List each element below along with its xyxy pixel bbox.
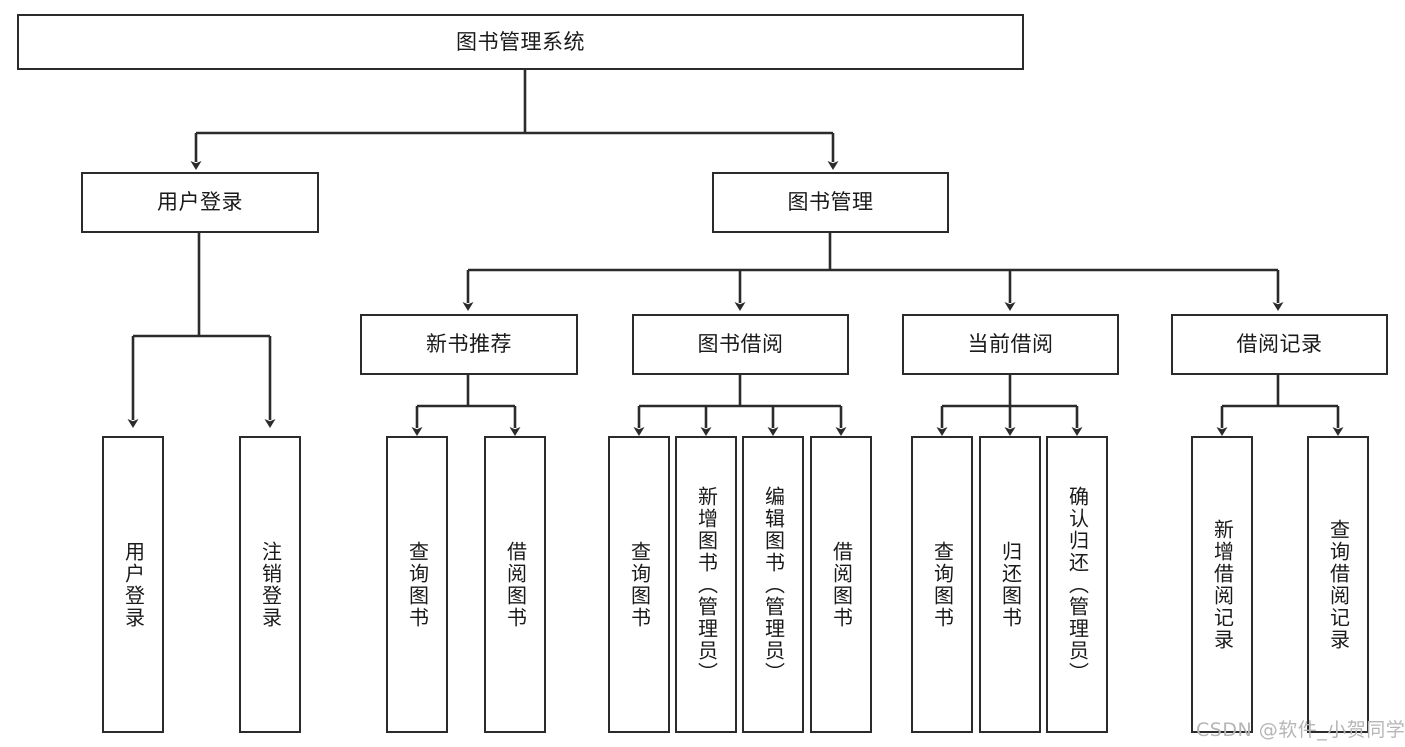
- leaf-confirm-return-label: 确认归还（管理员）: [1065, 485, 1090, 684]
- leaf-query-book-1[interactable]: 查询图书: [386, 436, 448, 733]
- leaf-query-record[interactable]: 查询借阅记录: [1307, 436, 1369, 733]
- leaf-add-record[interactable]: 新增借阅记录: [1191, 436, 1253, 733]
- node-current-borrow-label: 当前借阅: [967, 332, 1054, 357]
- node-new-book-recommend-label: 新书推荐: [426, 332, 512, 357]
- leaf-add-record-label: 新增借阅记录: [1210, 518, 1235, 651]
- leaf-borrow-book-2[interactable]: 借阅图书: [810, 436, 872, 733]
- leaf-user-login[interactable]: 用户登录: [102, 436, 164, 733]
- leaf-user-logout-label: 注销登录: [258, 540, 283, 629]
- node-user-login-label: 用户登录: [157, 190, 243, 215]
- node-root[interactable]: 图书管理系统: [17, 14, 1024, 70]
- node-user-login[interactable]: 用户登录: [81, 172, 319, 233]
- node-new-book-recommend[interactable]: 新书推荐: [360, 314, 578, 375]
- leaf-add-book-label: 新增图书（管理员）: [694, 485, 719, 684]
- leaf-return-book[interactable]: 归还图书: [979, 436, 1041, 733]
- leaf-query-book-3[interactable]: 查询图书: [911, 436, 973, 733]
- node-book-manage[interactable]: 图书管理: [712, 172, 949, 233]
- node-book-borrow[interactable]: 图书借阅: [632, 314, 849, 375]
- leaf-query-record-label: 查询借阅记录: [1326, 518, 1351, 651]
- leaf-query-book-3-label: 查询图书: [930, 540, 955, 629]
- node-book-manage-label: 图书管理: [787, 190, 874, 215]
- leaf-user-login-label: 用户登录: [121, 540, 146, 629]
- leaf-query-book-2-label: 查询图书: [627, 540, 652, 629]
- leaf-query-book-1-label: 查询图书: [405, 540, 430, 629]
- leaf-edit-book-label: 编辑图书（管理员）: [761, 485, 786, 684]
- node-borrow-record-label: 借阅记录: [1236, 332, 1323, 357]
- leaf-borrow-book-1[interactable]: 借阅图书: [484, 436, 546, 733]
- leaf-query-book-2[interactable]: 查询图书: [608, 436, 670, 733]
- leaf-edit-book[interactable]: 编辑图书（管理员）: [742, 436, 804, 733]
- leaf-add-book[interactable]: 新增图书（管理员）: [675, 436, 737, 733]
- node-current-borrow[interactable]: 当前借阅: [902, 314, 1119, 375]
- node-book-borrow-label: 图书借阅: [697, 332, 784, 357]
- node-root-label: 图书管理系统: [456, 29, 585, 54]
- leaf-borrow-book-1-label: 借阅图书: [503, 540, 528, 629]
- leaf-borrow-book-2-label: 借阅图书: [829, 540, 854, 629]
- leaf-user-logout[interactable]: 注销登录: [239, 436, 301, 733]
- node-borrow-record[interactable]: 借阅记录: [1171, 314, 1388, 375]
- leaf-confirm-return[interactable]: 确认归还（管理员）: [1046, 436, 1108, 733]
- leaf-return-book-label: 归还图书: [998, 540, 1023, 629]
- watermark-text: CSDN @软件_小贺同学: [1196, 719, 1405, 741]
